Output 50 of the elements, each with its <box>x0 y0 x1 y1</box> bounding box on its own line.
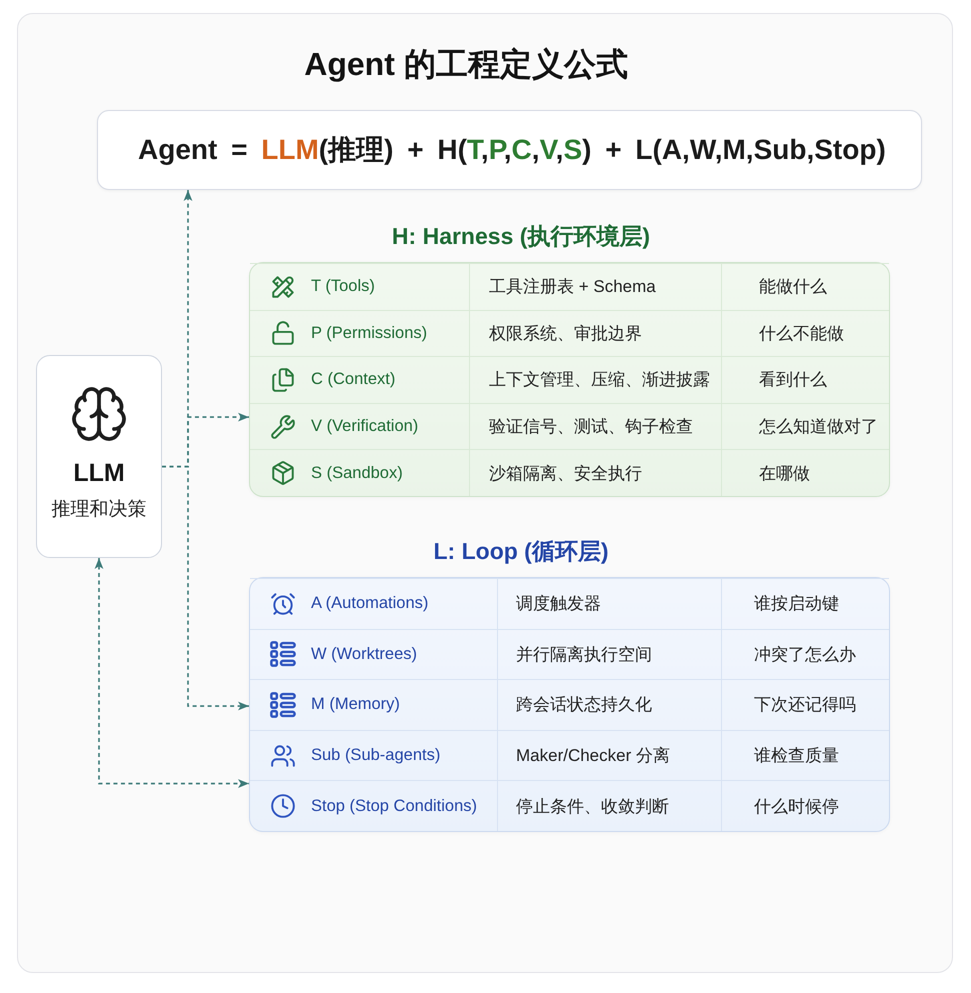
component-detail: 跨会话状态持久化 <box>516 694 652 716</box>
component-question: 看到什么 <box>759 369 827 392</box>
llm-card <box>36 355 162 558</box>
component-detail: 工具注册表 + Schema <box>489 276 656 298</box>
table-row <box>250 402 889 450</box>
component-name: M (Memory) <box>311 695 400 714</box>
table-row <box>250 578 889 629</box>
component-question: 谁检查质量 <box>754 745 839 768</box>
component-name: W (Worktrees) <box>311 644 418 664</box>
dashed-arrow <box>94 558 249 788</box>
layer-heading: L: Loop (循环层) <box>434 537 608 565</box>
component-detail: 并行隔离执行空间 <box>516 644 652 666</box>
table-row <box>250 449 889 496</box>
component-question: 怎么知道做对了 <box>759 416 878 438</box>
llm-subtitle: 推理和决策 <box>52 498 146 522</box>
component-name: P (Permissions) <box>311 324 428 343</box>
component-detail: 验证信号、测试、钩子检查 <box>489 416 693 438</box>
table-row <box>250 679 889 730</box>
table-row <box>250 263 889 310</box>
formula-box <box>97 110 922 190</box>
component-question: 在哪做 <box>759 462 810 485</box>
dashed-arrow <box>162 466 249 710</box>
formula-text: Agent = LLM(推理) + H(T,P,C,V,S) + L(A,W,M,Sub,Stop) <box>138 133 886 167</box>
component-question: 能做什么 <box>759 276 827 298</box>
component-question: 什么不能做 <box>759 322 844 345</box>
llm-label: LLM <box>73 458 125 488</box>
component-detail: 调度触发器 <box>516 593 601 616</box>
layer-heading: H: Harness (执行环境层) <box>392 222 650 250</box>
component-name: Sub (Sub-agents) <box>311 746 440 766</box>
component-name: V (Verification) <box>311 417 418 436</box>
table-row <box>250 310 889 356</box>
component-detail: 沙箱隔离、安全执行 <box>489 462 642 485</box>
component-detail: 上下文管理、压缩、渐进披露 <box>489 369 710 392</box>
component-name: Stop (Stop Conditions) <box>311 796 478 816</box>
component-detail: 停止条件、收敛判断 <box>516 796 669 818</box>
component-detail: 权限系统、审批边界 <box>489 322 642 345</box>
component-name: T (Tools) <box>311 277 375 296</box>
component-name: S (Sandbox) <box>311 464 403 483</box>
component-detail: Maker/Checker 分离 <box>516 745 670 768</box>
table-row <box>250 356 889 403</box>
table-row <box>250 730 889 780</box>
component-question: 冲突了怎么办 <box>754 644 856 666</box>
table-row <box>250 628 889 680</box>
diagram-title: Agent 的工程定义公式 <box>304 45 628 84</box>
table-row <box>250 780 889 831</box>
component-name: C (Context) <box>311 370 396 390</box>
component-name: A (Automations) <box>311 594 428 614</box>
component-question: 什么时候停 <box>754 796 839 818</box>
component-question: 谁按启动键 <box>754 593 839 616</box>
component-question: 下次还记得吗 <box>754 694 856 716</box>
